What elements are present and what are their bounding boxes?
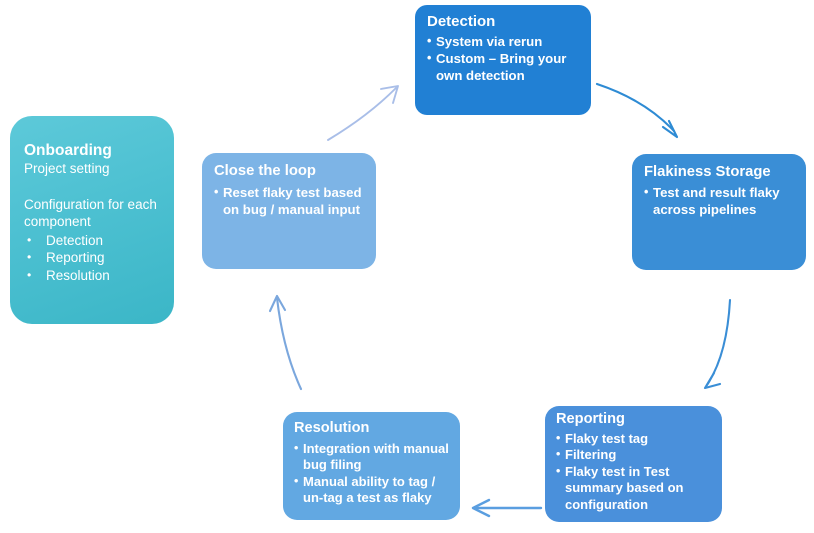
node-reporting-list: Flaky test tag Filtering Flaky test in T… <box>556 431 714 514</box>
arrow-detection-to-storage <box>595 82 679 139</box>
list-item: Test and result flaky across pipelines <box>644 185 796 218</box>
node-onboarding-list: Detection Reporting Resolution <box>24 232 174 286</box>
node-resolution-list: Integration with manual bug filing Manua… <box>294 441 456 507</box>
node-onboarding-config-label: Configuration for each component <box>24 197 157 230</box>
arrow-closeloop-to-detection <box>327 85 399 141</box>
node-reporting[interactable]: Reporting Flaky test tag Filtering Flaky… <box>545 406 722 522</box>
node-detection-title: Detection <box>427 13 496 30</box>
node-resolution-title: Resolution <box>294 420 370 436</box>
node-flakiness-storage-list: Test and result flaky across pipelines <box>644 185 796 218</box>
node-close-the-loop-title: Close the loop <box>214 163 316 179</box>
arrow-storage-to-reporting <box>703 298 732 390</box>
list-item: Integration with manual bug filing <box>294 441 456 474</box>
node-onboarding-title: Onboarding <box>24 142 112 159</box>
list-item: Reporting <box>24 249 174 267</box>
list-item: Flaky test tag <box>556 431 714 448</box>
list-item: Reset flaky test based on bug / manual i… <box>214 185 372 219</box>
list-item: Manual ability to tag / un-tag a test as… <box>294 474 456 507</box>
node-close-the-loop[interactable]: Close the loop Reset flaky test based on… <box>202 153 376 269</box>
list-item: Filtering <box>556 447 714 464</box>
node-onboarding-subtitle: Project setting <box>24 160 110 176</box>
list-item: System via rerun <box>427 34 579 51</box>
node-reporting-title: Reporting <box>556 411 625 427</box>
node-detection[interactable]: Detection System via rerun Custom – Brin… <box>415 5 591 115</box>
node-flakiness-storage[interactable]: Flakiness Storage Test and result flaky … <box>632 154 806 270</box>
list-item: Custom – Bring your own detection <box>427 51 579 84</box>
node-detection-list: System via rerun Custom – Bring your own… <box>427 34 579 84</box>
list-item: Detection <box>24 232 174 250</box>
node-onboarding[interactable]: Onboarding Project setting Configuration… <box>10 116 174 324</box>
list-item: Flaky test in Test summary based on conf… <box>556 464 714 514</box>
node-close-the-loop-list: Reset flaky test based on bug / manual i… <box>214 185 372 219</box>
list-item: Resolution <box>24 267 174 285</box>
arrow-resolution-to-closeloop <box>268 294 303 391</box>
arrow-reporting-to-resolution <box>471 498 543 518</box>
node-flakiness-storage-title: Flakiness Storage <box>644 164 771 180</box>
node-resolution[interactable]: Resolution Integration with manual bug f… <box>283 412 460 520</box>
